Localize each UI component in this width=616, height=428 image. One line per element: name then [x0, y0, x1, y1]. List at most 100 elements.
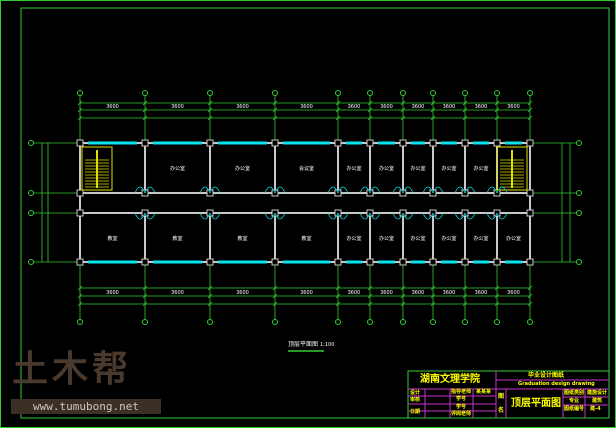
- dimension-tick: [527, 115, 533, 121]
- dimension-tick: [494, 107, 500, 113]
- dimension-tick: [367, 107, 373, 113]
- door-swing: [359, 186, 381, 194]
- label-examiner: 评阅老师: [451, 411, 472, 417]
- column: [399, 258, 407, 266]
- dimension-text: 3600: [443, 290, 456, 296]
- axis-bubble-top: [494, 90, 500, 96]
- dimension-tick: [77, 107, 83, 113]
- label-category: 图纸类别: [564, 390, 585, 396]
- room-label: 办公室: [441, 235, 456, 242]
- drawing-name-label-2: 名: [498, 407, 505, 414]
- column: [366, 258, 374, 266]
- axis-bubble-left: [28, 140, 34, 146]
- dimension-tick: [494, 115, 500, 121]
- dimension-text: 3600: [380, 290, 393, 296]
- column: [526, 189, 534, 197]
- door-swing: [134, 212, 156, 220]
- dimension-text: 3600: [348, 290, 361, 296]
- column: [76, 189, 84, 197]
- door-swing: [422, 186, 444, 194]
- column: [271, 139, 279, 147]
- room-label: 会议室: [299, 165, 314, 172]
- axis-bubble-bottom: [527, 319, 533, 325]
- dimension-tick: [462, 100, 468, 106]
- axis-bubble-left: [28, 190, 34, 196]
- dimension-tick: [400, 301, 406, 307]
- drawing-name: 顶层平面图: [511, 398, 561, 409]
- dimension-tick: [527, 100, 533, 106]
- dimension-tick: [142, 115, 148, 121]
- room-label: 办公室: [410, 165, 425, 172]
- door-swing: [264, 212, 286, 220]
- room-label: 办公室: [379, 235, 394, 242]
- axis-bubble-bottom: [335, 319, 341, 325]
- dimension-tick: [77, 293, 83, 299]
- dimension-tick: [335, 107, 341, 113]
- axis-bubble-bottom: [400, 319, 406, 325]
- dimension-tick: [207, 301, 213, 307]
- dimension-tick: [400, 115, 406, 121]
- column: [429, 258, 437, 266]
- dimension-tick: [207, 115, 213, 121]
- dimension-text: 3600: [106, 290, 119, 296]
- dimension-tick: [462, 115, 468, 121]
- room-label: 教室: [172, 235, 182, 242]
- axis-bubble-top: [272, 90, 278, 96]
- dimension-text: 3600: [412, 104, 425, 110]
- label-reviewer: 审核: [410, 397, 421, 403]
- dimension-text: 3600: [412, 290, 425, 296]
- dimension-tick: [272, 293, 278, 299]
- dimension-tick: [142, 301, 148, 307]
- dimension-tick: [77, 100, 83, 106]
- dimension-tick: [272, 285, 278, 291]
- door-swing: [199, 186, 221, 194]
- dimension-tick: [400, 100, 406, 106]
- dimension-tick: [207, 107, 213, 113]
- school-name: 湖南文理学院: [420, 374, 480, 385]
- dimension-tick: [142, 285, 148, 291]
- axis-bubble-bottom: [494, 319, 500, 325]
- stair: [496, 146, 528, 191]
- dimension-tick: [430, 301, 436, 307]
- door-swing: [454, 186, 476, 194]
- axis-bubble-bottom: [272, 319, 278, 325]
- stair: [81, 146, 113, 191]
- label-designer: 设计: [410, 390, 421, 396]
- axis-bubble-top: [207, 90, 213, 96]
- project-title-en: Graduation design drawing: [518, 381, 595, 387]
- dimension-tick: [527, 107, 533, 113]
- door-swing: [199, 212, 221, 220]
- axis-bubble-right: [576, 210, 582, 216]
- axis-bubble-left: [28, 210, 34, 216]
- dimension-text: 3600: [475, 104, 488, 110]
- dimension-text: 3600: [106, 104, 119, 110]
- column: [461, 139, 469, 147]
- dimension-tick: [142, 293, 148, 299]
- room-label: 办公室: [410, 235, 425, 242]
- dimension-tick: [527, 293, 533, 299]
- dimension-tick: [494, 100, 500, 106]
- door-swing: [327, 212, 349, 220]
- room-label: 办公室: [346, 235, 361, 242]
- dimension-text: 3600: [300, 104, 313, 110]
- column: [429, 139, 437, 147]
- column: [76, 209, 84, 217]
- dimension-tick: [335, 100, 341, 106]
- door-swing: [392, 212, 414, 220]
- dimension-tick: [462, 301, 468, 307]
- door-swing: [422, 212, 444, 220]
- dimension-text: 3600: [475, 290, 488, 296]
- room-label: 办公室: [473, 165, 488, 172]
- dimension-text: 3600: [443, 104, 456, 110]
- advisor-value: 某某某: [476, 389, 492, 395]
- inner-frame: [20, 7, 610, 419]
- dimension-tick: [207, 293, 213, 299]
- axis-bubble-top: [527, 90, 533, 96]
- column: [399, 139, 407, 147]
- dimension-tick: [272, 301, 278, 307]
- dimension-text: 3600: [171, 104, 184, 110]
- dimension-text: 3600: [348, 104, 361, 110]
- title-block: [407, 370, 610, 419]
- column: [141, 258, 149, 266]
